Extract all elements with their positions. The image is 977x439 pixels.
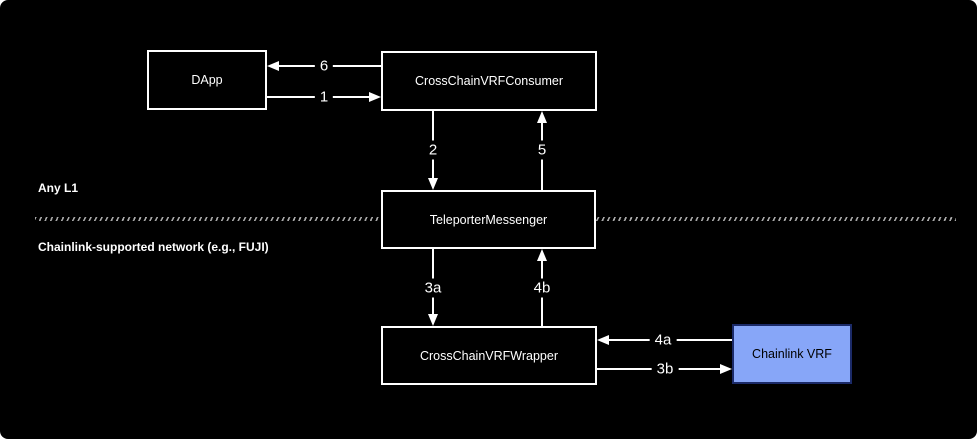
node-teleportermessenger-label: TeleporterMessenger [429, 212, 548, 227]
node-crosschainvrfconsumer-label: CrossChainVRFConsumer [415, 74, 563, 88]
node-teleportermessenger: TeleporterMessenger [381, 190, 596, 249]
edge-4b-label: 4b [528, 278, 556, 298]
node-dapp: DApp [147, 50, 267, 110]
node-crosschainvrfwrapper-label: CrossChainVRFWrapper [419, 348, 558, 363]
edge-3a-arrowhead-down-icon [428, 314, 438, 326]
region-label-chainlink-network: Chainlink-supported network (e.g., FUJI) [38, 240, 269, 254]
edge-6-label: 6 [314, 56, 334, 76]
edge-1-label: 1 [314, 87, 334, 107]
edge-4a-label: 4a [649, 330, 677, 350]
node-crosschainvrfwrapper: CrossChainVRFWrapper [381, 326, 597, 385]
edge-2-label: 2 [423, 140, 443, 160]
edge-5-arrowhead-up-icon [537, 111, 547, 123]
node-crosschainvrfconsumer: CrossChainVRFConsumer [381, 51, 597, 111]
edge-4a-arrowhead-left-icon [597, 335, 609, 345]
node-chainlink-vrf: Chainlink VRF [732, 324, 852, 384]
edge-4b-arrowhead-up-icon [537, 249, 547, 261]
edge-6-arrowhead-left-icon [267, 61, 279, 71]
edge-1-arrowhead-right-icon [369, 92, 381, 102]
edge-3a-label: 3a [419, 278, 447, 298]
node-dapp-label: DApp [191, 73, 223, 87]
edge-3b-arrowhead-right-icon [720, 364, 732, 374]
edge-2-arrowhead-down-icon [428, 178, 438, 190]
node-chainlink-vrf-label: Chainlink VRF [752, 347, 832, 361]
edge-5-label: 5 [532, 140, 552, 160]
region-label-any-l1: Any L1 [38, 181, 79, 195]
edge-3b-label: 3b [651, 359, 679, 379]
